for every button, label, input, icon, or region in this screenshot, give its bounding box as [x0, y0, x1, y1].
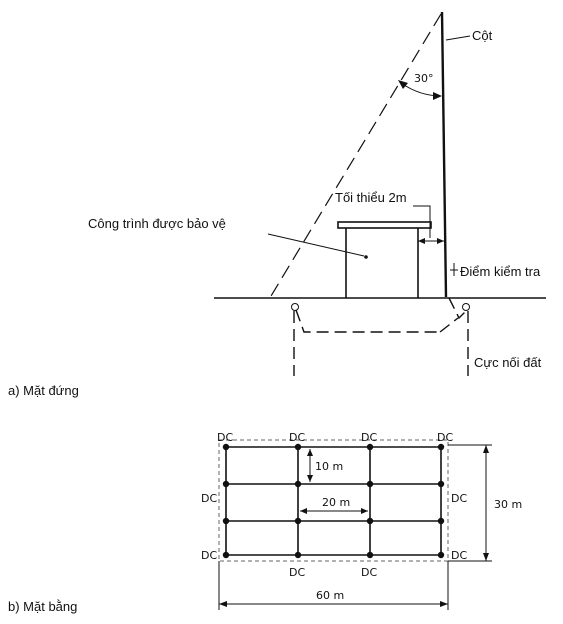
protected-leader — [267, 233, 365, 257]
dc-label-top-1: DC — [217, 431, 233, 444]
elevation-caption: a) Mặt đứng — [8, 383, 79, 398]
min-distance-arrow-right — [437, 238, 444, 244]
building-roof — [337, 221, 432, 229]
min-distance-label: Tối thiểu 2m — [335, 190, 407, 205]
angle-label: 30° — [414, 72, 434, 85]
earth-conductor-left — [295, 309, 440, 333]
pole-label: Cột — [472, 28, 493, 43]
building-center-dot — [364, 255, 368, 259]
protection-cone-line — [270, 13, 442, 297]
dc-label-left-2: DC — [201, 549, 217, 562]
elevation-view: Cột 30° Công trình được bảo vệ Tối thiểu… — [8, 11, 546, 398]
plan-outline — [218, 439, 449, 562]
dim-60-label: 60 m — [316, 589, 344, 602]
test-point-label: Điểm kiểm tra — [460, 264, 541, 279]
pole-leader — [445, 35, 471, 41]
protected-label: Công trình được bảo vệ — [88, 216, 226, 231]
dim-30-label: 30 m — [494, 498, 522, 511]
dc-label-top-3: DC — [361, 431, 377, 444]
earth-conductor-down — [439, 317, 459, 333]
angle-arrow-right — [433, 92, 442, 100]
min-distance-arrow-left — [418, 238, 425, 244]
dc-label-bottom-1: DC — [289, 566, 305, 579]
dc-label-bottom-2: DC — [361, 566, 377, 579]
angle-arrow-left — [398, 80, 408, 89]
dc-label-top-4: DC — [437, 431, 453, 444]
dc-label-left-1: DC — [201, 492, 217, 505]
pole — [440, 11, 448, 298]
dc-label-top-2: DC — [289, 431, 305, 444]
plan-caption: b) Mặt bằng — [8, 599, 77, 614]
min-distance-leader — [413, 205, 431, 238]
earthing-grid — [225, 446, 442, 556]
dim-10-label: 10 m — [315, 460, 343, 473]
ground-rod-right-head — [462, 303, 470, 311]
ground-rod-label: Cực nối đất — [474, 355, 542, 370]
plan-view: DC DC DC DC DC DC DC DC DC DC 10 m 20 m … — [8, 431, 522, 614]
ground-rod-left-head — [291, 303, 299, 311]
dim-20-label: 20 m — [322, 496, 350, 509]
grid-nodes — [222, 443, 445, 559]
dc-label-right-2: DC — [451, 549, 467, 562]
dc-label-right-1: DC — [451, 492, 467, 505]
earth-conductor-right — [448, 297, 467, 320]
